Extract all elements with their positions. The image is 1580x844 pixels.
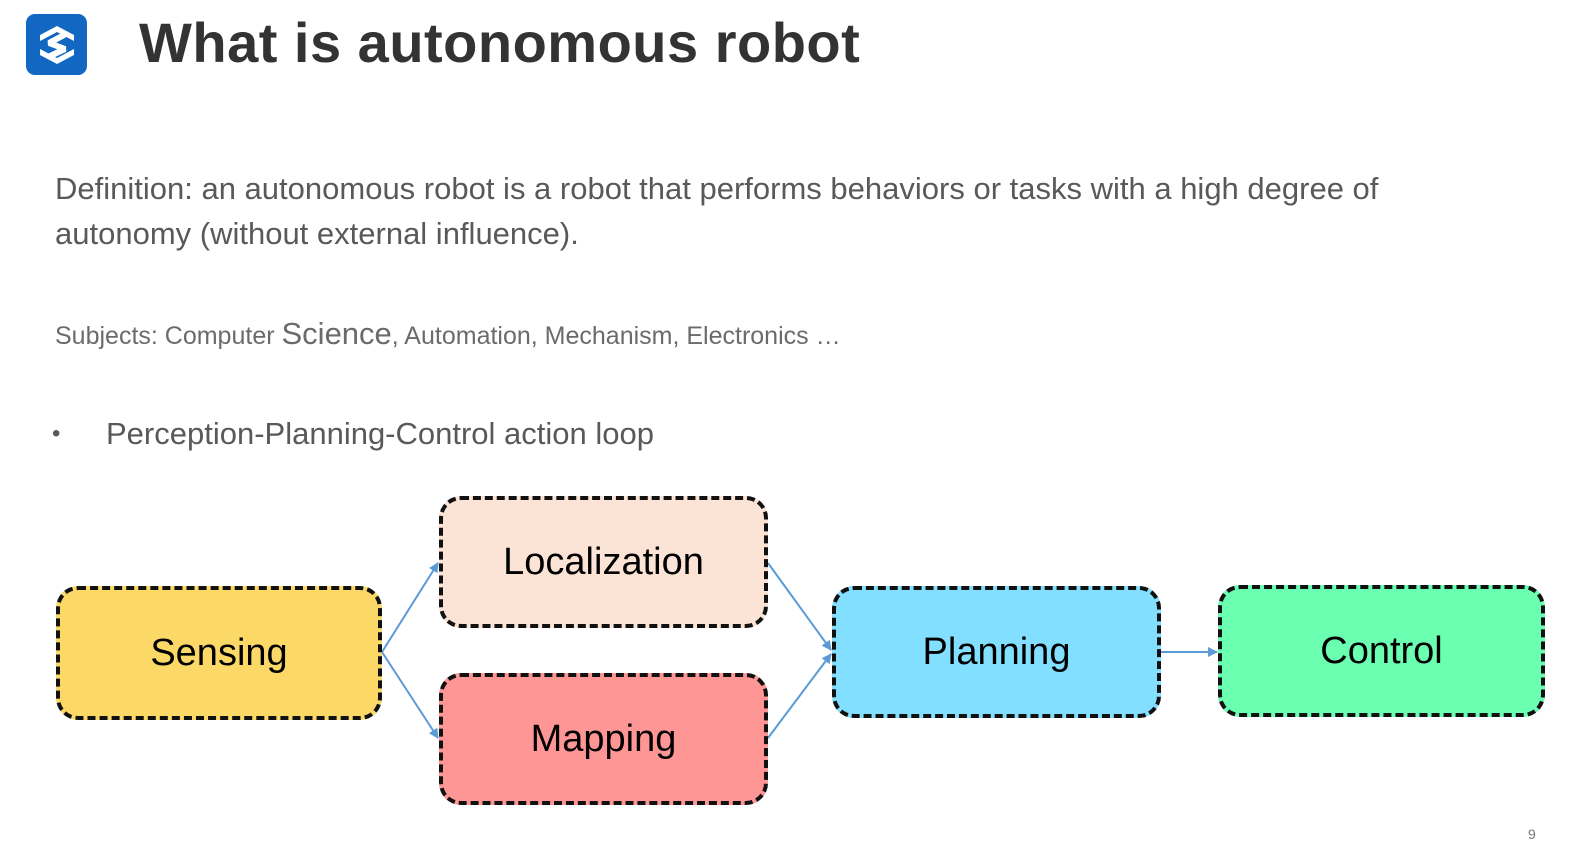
- page-title: What is autonomous robot: [139, 11, 861, 74]
- edge-mapping-planning: [767, 653, 832, 739]
- subjects-suffix: , Automation, Mechanism, Electronics …: [391, 322, 841, 350]
- subjects-emphasis: Science: [281, 316, 392, 351]
- bullet-icon: •: [52, 420, 61, 447]
- subjects-line: Subjects: Computer Science, Automation, …: [55, 316, 841, 352]
- node-mapping: Mapping: [439, 673, 768, 805]
- logo-icon: [26, 14, 87, 75]
- node-localization: Localization: [439, 496, 768, 628]
- bullet-text: Perception-Planning-Control action loop: [106, 416, 654, 451]
- s-logo-icon: [39, 25, 74, 64]
- node-sensing: Sensing: [56, 586, 382, 720]
- edge-sensing-localization: [381, 562, 439, 653]
- page-number: 9: [1528, 826, 1536, 842]
- node-planning: Planning: [832, 586, 1161, 718]
- edge-sensing-mapping: [381, 651, 439, 739]
- definition-text: Definition: an autonomous robot is a rob…: [55, 171, 1379, 251]
- node-control: Control: [1218, 585, 1545, 717]
- subjects-prefix: Subjects: Computer: [55, 322, 282, 350]
- edge-localization-planning: [767, 562, 832, 651]
